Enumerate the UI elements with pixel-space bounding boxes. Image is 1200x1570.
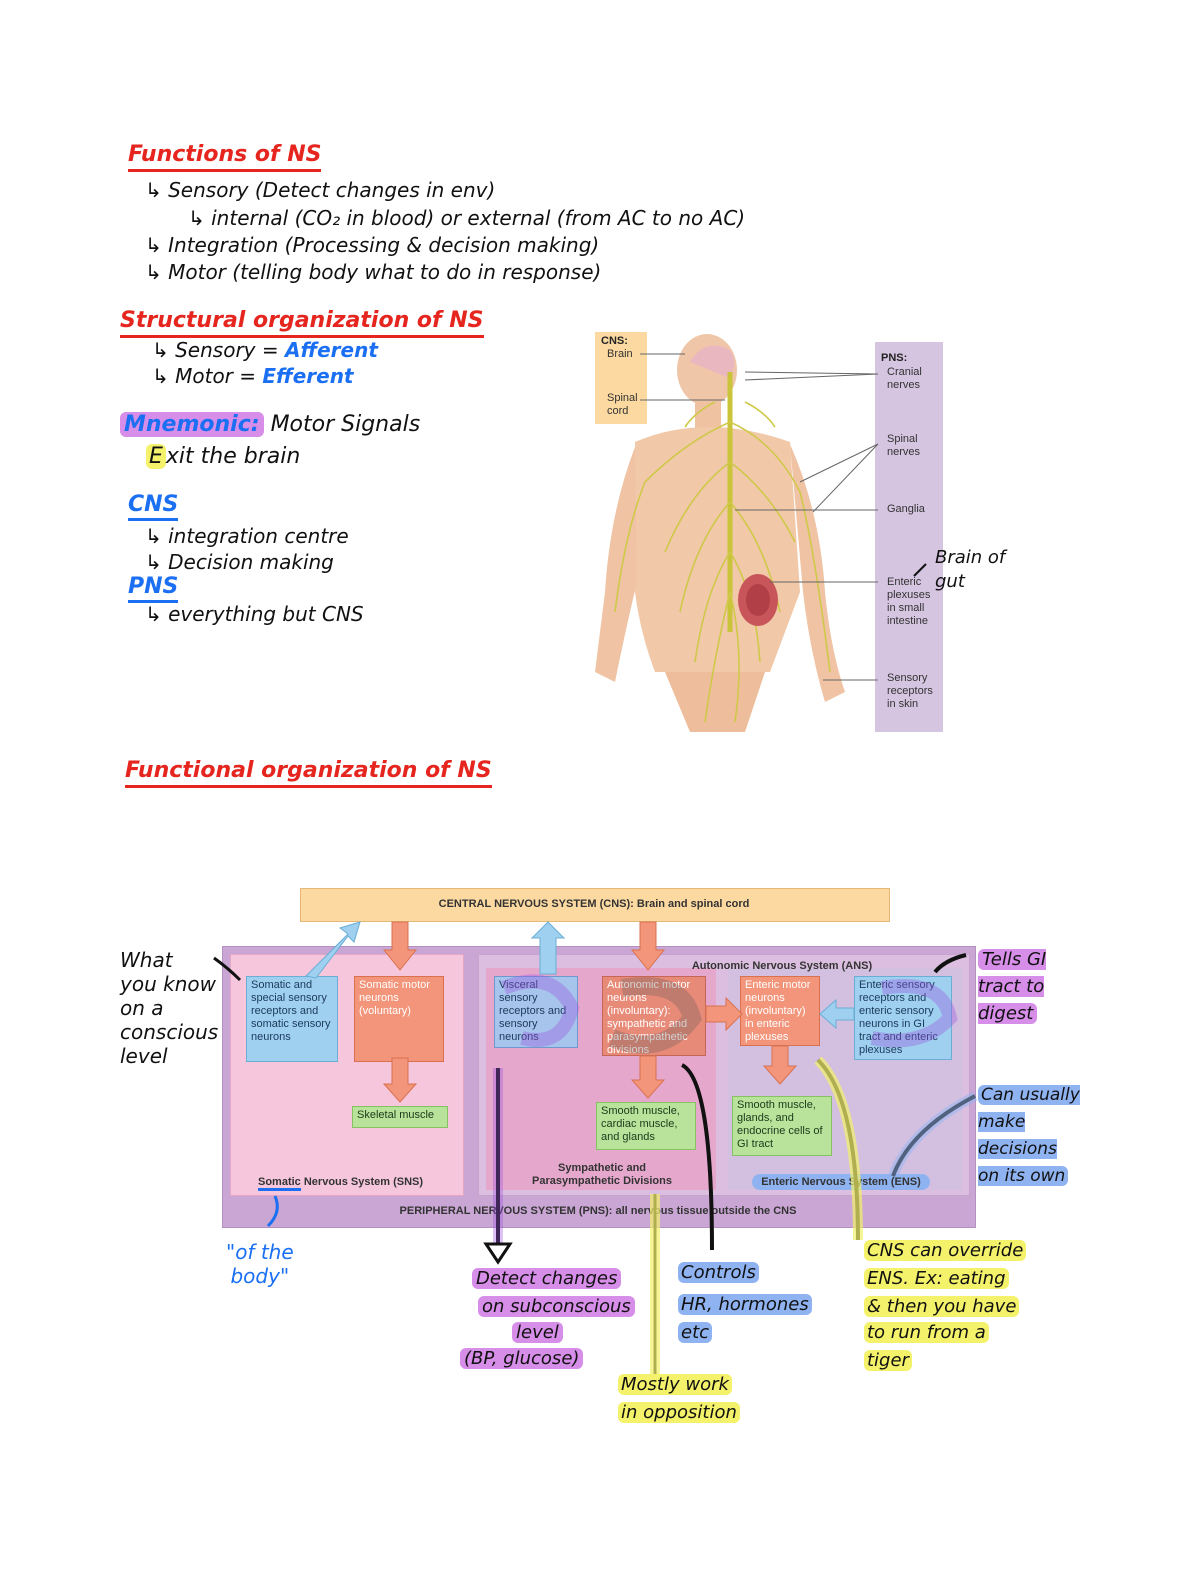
sensory-receptors-label: Sensory receptors in skin: [887, 672, 933, 710]
mnemonic-text: Motor Signals: [270, 412, 421, 437]
mnemonic-line: Mnemonic: Motor Signals: [120, 412, 420, 437]
enteric-motor-box: Enteric motor neurons (involuntary) in e…: [740, 976, 820, 1046]
cns-bar-label: CENTRAL NERVOUS SYSTEM (CNS): Brain and …: [438, 898, 750, 910]
controls-line2: HR, hormones: [678, 1294, 812, 1315]
detect-changes-line4: (BP, glucose): [460, 1348, 584, 1369]
tells-gi-text: Tells GI tract to digest: [978, 949, 1047, 1024]
cns-decision: ↳ Decision making: [145, 550, 334, 574]
sns-rest: Nervous System (SNS): [300, 1176, 424, 1188]
structural-sensory: ↳ Sensory = Afferent: [152, 338, 378, 362]
cns-override-line5: tiger: [864, 1350, 912, 1371]
mnemonic-label: Mnemonic:: [120, 412, 264, 437]
cns-integration: ↳ integration centre: [145, 524, 349, 548]
functions-line-internal: ↳ internal (CO₂ in blood) or external (f…: [188, 206, 746, 230]
motor-label: ↳ Motor =: [152, 364, 257, 388]
override-text4: to run from a: [864, 1322, 989, 1343]
can-usually-note: Can usually make decisions on its own: [978, 1082, 1080, 1190]
ganglia-label: Ganglia: [887, 503, 925, 515]
cns-override-line2: ENS. Ex: eating: [864, 1268, 1009, 1289]
somatic-motor-box: Somatic motor neurons (voluntary): [354, 976, 444, 1062]
mostly-line1: Mostly work: [618, 1374, 732, 1395]
sns-label: Somatic Nervous System (SNS): [258, 1176, 424, 1191]
detect-text4: (BP, glucose): [460, 1348, 584, 1369]
brain-of-gut-note: Brain of gut: [935, 547, 1006, 592]
pns-label-panel: [875, 342, 943, 732]
somatic-sensory-box: Somatic and special sensory receptors an…: [246, 976, 338, 1062]
functional-heading: Functional organization of NS: [125, 758, 492, 788]
cns-title: CNS:: [601, 335, 628, 347]
of-the-body-note: "of the body": [226, 1240, 294, 1288]
spinal-cord-label: Spinal cord: [607, 392, 638, 417]
override-text5: tiger: [864, 1350, 912, 1371]
enteric-sensory-box: Enteric sensory receptors and enteric se…: [854, 976, 952, 1060]
brain-label: Brain: [607, 348, 633, 360]
autonomic-motor-box: Autonomic motor neurons (involuntary): s…: [602, 976, 706, 1056]
structural-motor: ↳ Motor = Efferent: [152, 364, 354, 388]
pns-everything: ↳ everything but CNS: [145, 602, 364, 626]
can-usually-text: Can usually make decisions on its own: [978, 1085, 1080, 1186]
functions-line-sensory: ↳ Sensory (Detect changes in env): [145, 178, 496, 202]
controls-text3: etc: [678, 1322, 713, 1343]
skeletal-muscle-box: Skeletal muscle: [352, 1106, 448, 1128]
cns-override-line3: & then you have: [864, 1296, 1020, 1317]
efferent-label: Efferent: [262, 364, 354, 388]
controls-line1: Controls: [678, 1262, 759, 1283]
mostly-text2: in opposition: [618, 1402, 740, 1423]
detect-changes-line3: level: [512, 1322, 563, 1343]
enteric-plexuses-label: Enteric plexuses in small intestine: [887, 576, 931, 627]
ens-label: Enteric Nervous System (ENS): [761, 1176, 921, 1188]
detect-text2: on subconscious: [478, 1296, 635, 1317]
functions-line-integration: ↳ Integration (Processing & decision mak…: [145, 233, 600, 257]
sensory-label: ↳ Sensory =: [152, 338, 279, 362]
override-text2: ENS. Ex: eating: [864, 1268, 1009, 1289]
pns-heading: PNS: [128, 574, 179, 603]
override-text3: & then you have: [864, 1296, 1020, 1317]
afferent-label: Afferent: [284, 338, 378, 362]
exit-rest: xit the brain: [165, 444, 301, 469]
detect-text1: Detect changes: [472, 1268, 622, 1289]
cns-bar: [300, 888, 890, 922]
controls-line3: etc: [678, 1322, 713, 1343]
functions-line-motor: ↳ Motor (telling body what to do in resp…: [145, 260, 602, 284]
symp-para-label: Sympathetic and Parasympathetic Division…: [531, 1162, 672, 1187]
cns-override-line4: to run from a: [864, 1322, 989, 1343]
detect-text3: level: [512, 1322, 563, 1343]
cranial-nerves-label: Cranial nerves: [887, 366, 922, 391]
tells-gi-note: Tells GI tract to digest: [978, 946, 1047, 1027]
override-text1: CNS can override: [864, 1240, 1027, 1261]
structural-heading: Structural organization of NS: [120, 308, 484, 338]
detect-changes-line1: Detect changes: [472, 1268, 622, 1289]
functions-heading: Functions of NS: [128, 142, 322, 172]
cns-label-panel: [595, 332, 647, 424]
ens-highlight: [752, 1174, 930, 1190]
diagram-arrows: [304, 921, 958, 1103]
cns-override-line1: CNS can override: [864, 1240, 1027, 1261]
mostly-text1: Mostly work: [618, 1374, 732, 1395]
pns-title: PNS:: [881, 352, 908, 364]
detect-changes-line2: on subconscious: [478, 1296, 635, 1317]
human-body-illustration: [595, 334, 879, 732]
what-you-know-note: What you know on a conscious level: [120, 948, 219, 1068]
controls-text2: HR, hormones: [678, 1294, 812, 1315]
ans-title: Autonomic Nervous System (ANS): [691, 960, 873, 972]
nervous-system-anatomy-figure: CNS: Brain Spinal cord PNS: Cranial nerv…: [595, 332, 943, 732]
spinal-nerves-label: Spinal nerves: [887, 433, 921, 458]
smooth-gi-box: Smooth muscle, glands, and endocrine cel…: [732, 1096, 832, 1156]
controls-text1: Controls: [678, 1262, 759, 1283]
visceral-sensory-box: Visceral sensory receptors and sensory n…: [494, 976, 578, 1048]
ns-functional-diagram: CENTRAL NERVOUS SYSTEM (CNS): Brain and …: [222, 888, 976, 1228]
mostly-line2: in opposition: [618, 1402, 740, 1423]
sns-prefix: Somatic: [258, 1176, 301, 1191]
smooth-cardiac-box: Smooth muscle, cardiac muscle, and gland…: [596, 1102, 696, 1150]
exit-letter-e: E: [146, 444, 166, 469]
cns-heading: CNS: [128, 492, 179, 521]
brain-of-gut-tick: [913, 563, 927, 577]
